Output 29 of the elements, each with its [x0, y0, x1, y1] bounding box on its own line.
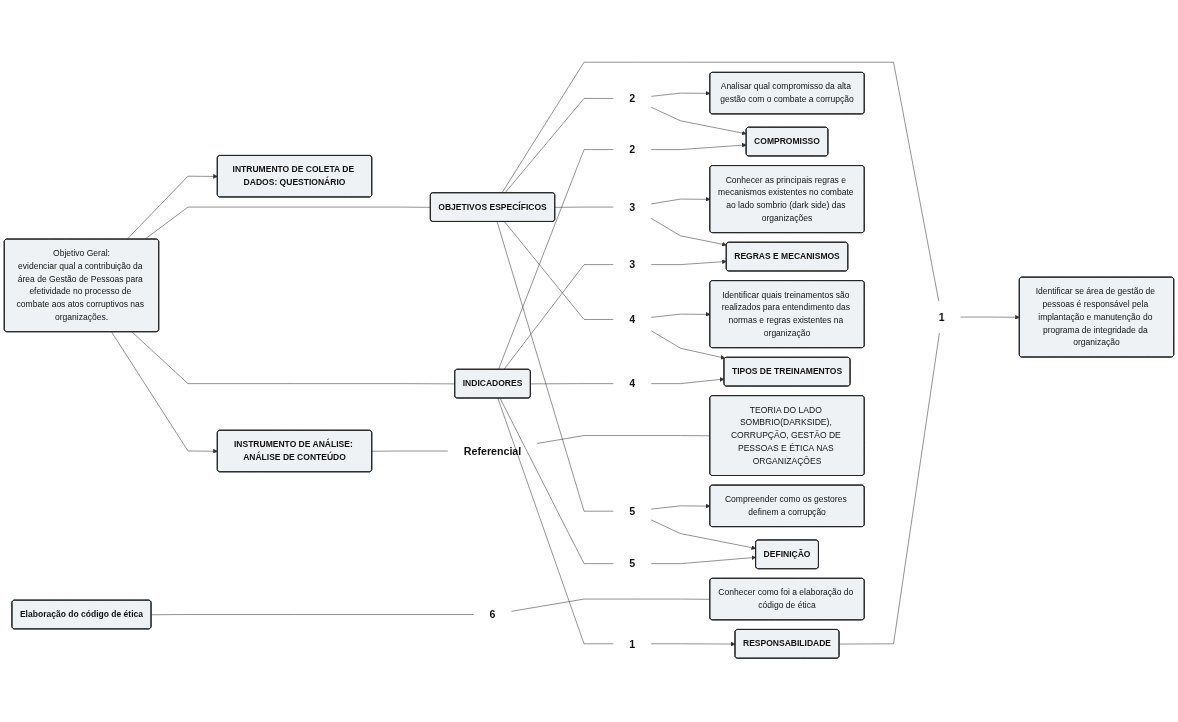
connector: [499, 398, 614, 564]
connector: [503, 264, 614, 370]
connector: [504, 221, 614, 320]
connector: [536, 435, 711, 444]
connector: [530, 383, 614, 385]
connector: [839, 332, 940, 645]
node-text: 2: [629, 143, 636, 156]
node-text: 5: [629, 557, 636, 570]
node-text: 6: [489, 608, 496, 621]
node-text: 4: [629, 313, 636, 326]
node-text: 2: [629, 92, 636, 105]
node-text: 1: [938, 311, 945, 323]
connector: [511, 598, 711, 612]
connector: [498, 149, 614, 370]
node-text: 4: [629, 377, 636, 390]
connector: [504, 98, 614, 194]
connector: [144, 206, 431, 240]
connector: [371, 450, 449, 452]
connector: [554, 206, 614, 208]
node-text: 5: [629, 505, 636, 518]
node-text: 1: [629, 637, 636, 650]
connector: [497, 398, 614, 645]
node-text: Referencial: [463, 445, 522, 457]
node-text: 3: [629, 258, 636, 271]
connector: [151, 614, 474, 616]
node-text: 3: [629, 201, 636, 213]
connector: [131, 331, 456, 385]
connector: [501, 61, 939, 302]
connector: [496, 221, 614, 512]
